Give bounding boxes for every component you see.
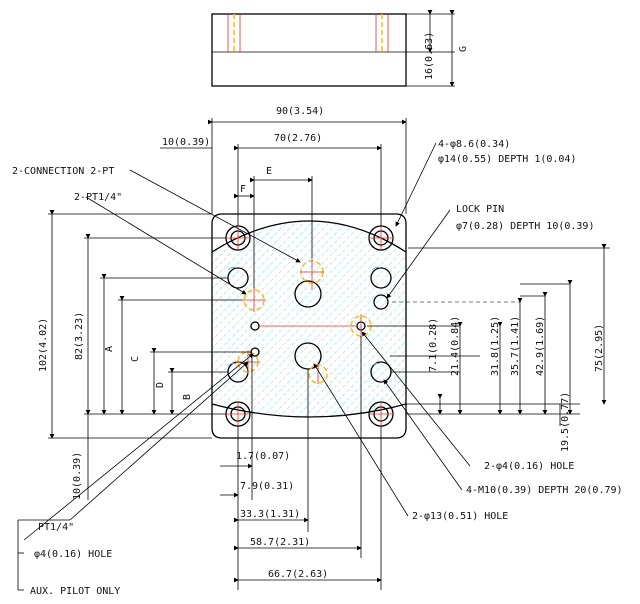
lock-pin-label: LOCK PIN	[456, 204, 504, 215]
height-82-label: 82(3.23)	[74, 312, 85, 360]
dim-a-label: A	[104, 346, 115, 352]
holes-4-label: 4-φ8.6(0.34)	[438, 139, 510, 150]
h58-7-label: 58.7(2.31)	[250, 537, 310, 548]
v21-4-label: 21.4(0.84)	[450, 316, 461, 376]
dim-d-label: D	[155, 382, 166, 388]
width-90-label: 90(3.54)	[276, 106, 324, 117]
h66-7-label: 66.7(2.63)	[268, 569, 328, 580]
m10-label: 4-M10(0.39) DEPTH 20(0.79)	[466, 485, 623, 496]
top-thickness-label: 16(0.63)	[424, 32, 435, 80]
dim-f-label: F	[240, 184, 246, 195]
v31-8-label: 31.8(1.25)	[490, 316, 501, 376]
height-102-label: 102(4.02)	[38, 318, 49, 372]
width-70-label: 70(2.76)	[274, 133, 322, 144]
v35-7-label: 35.7(1.41)	[510, 316, 521, 376]
h1-7-label: 1.7(0.07)	[236, 451, 290, 462]
aux-pilot-label: AUX. PILOT ONLY	[30, 586, 120, 597]
side-view	[211, 10, 455, 87]
hole-2-4-label: 2-φ4(0.16) HOLE	[484, 461, 574, 472]
top-g-label: G	[458, 46, 469, 52]
v19-5-label: 19.5(0.77)	[560, 392, 571, 452]
holes-4-depth-label: φ14(0.55) DEPTH 1(0.04)	[438, 154, 576, 165]
dimension-lines	[17, 118, 610, 591]
lock-pin-spec-label: φ7(0.28) DEPTH 10(0.39)	[456, 221, 594, 232]
h7-9-label: 7.9(0.31)	[240, 481, 294, 492]
offset-10-label: 10(0.39)	[162, 137, 210, 148]
h33-3-label: 33.3(1.31)	[240, 509, 300, 520]
hole-2-13-label: 2-φ13(0.51) HOLE	[412, 511, 508, 522]
v10-bottom-label: 10(0.39)	[72, 452, 83, 500]
v42-9-label: 42.9(1.69)	[535, 316, 546, 376]
v75-label: 75(2.95)	[594, 324, 605, 372]
connection-2pt-label: 2-CONNECTION 2-PT	[12, 166, 114, 177]
dim-e-label: E	[266, 166, 272, 177]
dim-b-label: B	[182, 394, 193, 400]
pt14-side-label: PT1/4"	[38, 522, 74, 533]
v7-1-label: 7.1(0.28)	[428, 318, 439, 372]
dim-c-label: C	[130, 356, 141, 362]
pt14-label: 2-PT1/4"	[74, 192, 122, 203]
hole4-side-label: φ4(0.16) HOLE	[34, 549, 112, 560]
